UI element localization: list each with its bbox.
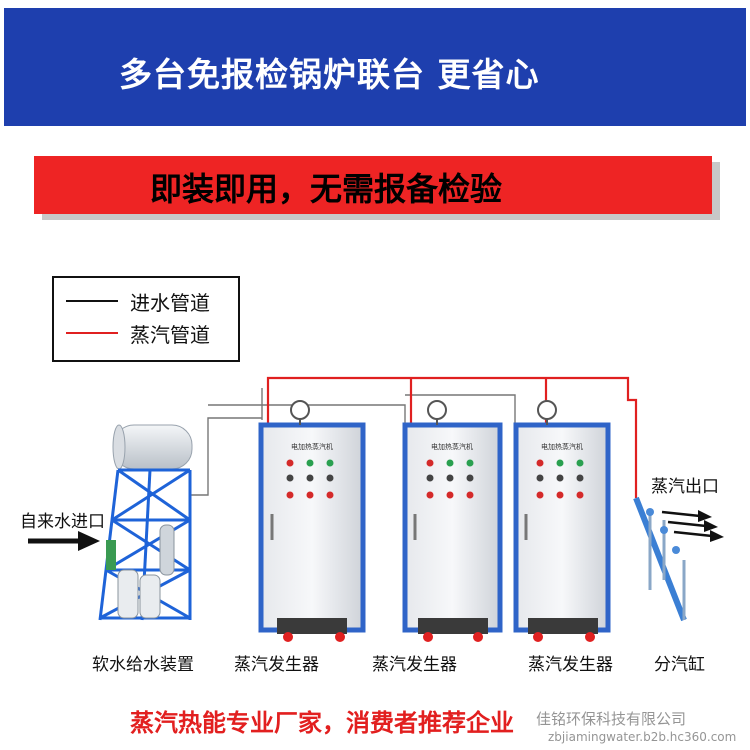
legend-label-water: 进水管道: [130, 290, 210, 315]
red-banner: 即装即用，无需报备检验: [34, 156, 712, 214]
steam-outlet-arrows: [661, 510, 724, 542]
equipment-label-generator-1: 蒸汽发生器: [234, 655, 319, 675]
nameplate: 电加热蒸汽机: [541, 442, 583, 451]
legend-item-steam: 蒸汽管道: [66, 320, 210, 347]
legend-label-steam: 蒸汽管道: [130, 322, 210, 347]
steam-generator-3: 电加热蒸汽机: [513, 400, 611, 642]
steam-generator-2: 电加热蒸汽机: [402, 400, 503, 642]
nameplate: 电加热蒸汽机: [431, 442, 473, 451]
control-lights: [286, 459, 334, 499]
steam-generator-1: 电加热蒸汽机: [258, 400, 366, 642]
water-inlet-arrow: [28, 531, 100, 551]
banner-text: 即装即用，无需报备检验: [150, 170, 503, 208]
water-line-swatch: [66, 300, 118, 302]
control-lights: [536, 459, 584, 499]
equipment-label-soft-water: 软水给水装置: [92, 655, 194, 675]
watermark-url: zbjiamingwater.b2b.hc360.com: [548, 730, 737, 744]
steam-header: [633, 496, 687, 622]
legend-item-water: 进水管道: [66, 288, 210, 315]
inlet-label: 自来水进口: [20, 512, 105, 532]
footer-slogan: 蒸汽热能专业厂家，消费者推荐企业: [130, 709, 514, 737]
header-title: 多台免报检锅炉联台 更省心: [119, 55, 540, 94]
equipment-label-steam-header: 分汽缸: [654, 655, 705, 675]
control-lights: [426, 459, 474, 499]
equipment-label-generator-3: 蒸汽发生器: [528, 655, 613, 675]
soft-water-unit: [98, 424, 193, 621]
watermark-company: 佳铭环保科技有限公司: [536, 710, 687, 728]
header-banner: 多台免报检锅炉联台 更省心: [4, 8, 746, 126]
nameplate: 电加热蒸汽机: [291, 442, 333, 451]
equipment-label-generator-2: 蒸汽发生器: [372, 655, 457, 675]
water-pipes: [190, 388, 516, 496]
outlet-label: 蒸汽出口: [651, 477, 719, 497]
steam-line-swatch: [66, 332, 118, 334]
pipe-legend: 进水管道 蒸汽管道: [52, 276, 240, 362]
